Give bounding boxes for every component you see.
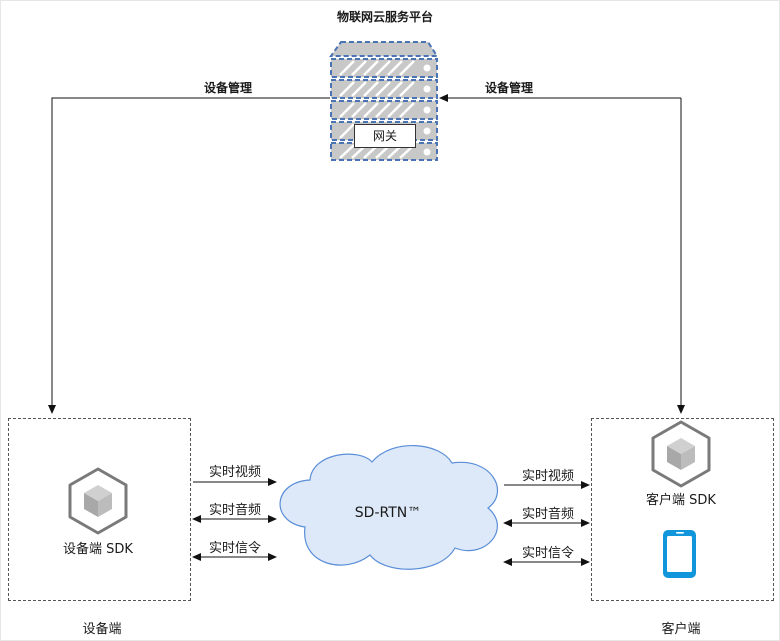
client-side-box <box>591 418 774 601</box>
left-audio-label: 实时音频 <box>208 503 262 518</box>
device-side-caption: 设备端 <box>82 622 122 637</box>
device-sdk-cube-icon <box>68 467 128 535</box>
right-signaling-label: 实时信令 <box>521 546 575 561</box>
client-side-caption: 客户端 <box>661 622 701 637</box>
right-management-label: 设备管理 <box>485 81 534 95</box>
client-sdk-label: 客户端 SDK <box>646 493 716 508</box>
gateway-box: 网关 <box>354 124 416 148</box>
device-sdk-label: 设备端 SDK <box>63 542 133 557</box>
client-sdk-cube-icon <box>651 420 711 488</box>
sd-rtn-label: SD-RTN™ <box>354 505 422 521</box>
left-signaling-label: 实时信令 <box>208 541 262 556</box>
left-management-arrow <box>48 97 330 414</box>
device-side-box <box>8 418 191 601</box>
smartphone-icon <box>663 530 696 578</box>
right-video-label: 实时视频 <box>521 469 575 484</box>
left-management-label: 设备管理 <box>204 81 253 95</box>
sd-rtn-cloud-icon <box>279 444 499 570</box>
cloud-platform-title: 物联网云服务平台 <box>336 10 434 24</box>
right-audio-label: 实时音频 <box>521 507 575 522</box>
left-video-label: 实时视频 <box>208 465 262 480</box>
